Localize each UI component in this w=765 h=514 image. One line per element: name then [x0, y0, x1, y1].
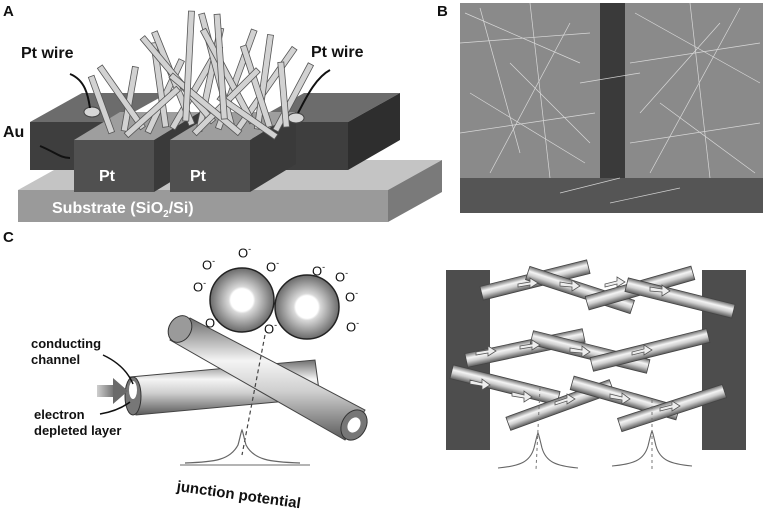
network-electrode-right — [702, 270, 746, 450]
conducting-channel-line2: channel — [31, 352, 81, 367]
junction-dashed-line — [241, 334, 266, 456]
panel-a-leaders — [39, 69, 331, 159]
au-label: Au — [3, 124, 25, 141]
oxygen-ion: O- — [238, 244, 252, 261]
nanowire-forest — [87, 10, 315, 140]
oxygen-ion: O- — [202, 256, 216, 273]
depleted-layer-line1: electron — [34, 407, 85, 422]
conducting-channel-label: conducting channel — [31, 336, 101, 368]
pt-left-label: Pt — [99, 168, 115, 185]
pt-right-label: Pt — [190, 168, 206, 185]
panel-b-letter: B — [437, 3, 448, 20]
pt-wire-contact-left — [83, 106, 101, 118]
sem-micrograph — [460, 3, 763, 213]
oxygen-ion: O- — [346, 318, 360, 335]
pt-wire-right-label: Pt wire — [311, 44, 364, 61]
substrate-label: Substrate (SiO2/Si) — [52, 200, 194, 221]
oxygen-ion: O- — [264, 320, 278, 337]
depleted-layer-line2: depleted layer — [34, 423, 122, 438]
oxygen-ion: O- — [345, 288, 359, 305]
electron-flow-arrow — [97, 378, 128, 404]
pt-wire-contact-right — [287, 112, 305, 124]
network-flow-arrows — [469, 276, 681, 412]
junction-potential-curve — [180, 428, 310, 466]
oxygen-ion: O- — [205, 314, 219, 331]
oxygen-ion: O- — [335, 268, 349, 285]
network-junction-curves — [497, 429, 693, 469]
panel-c-leaders — [99, 354, 134, 415]
sensing-sphere-left — [209, 267, 275, 333]
sensing-sphere-right — [274, 274, 340, 340]
oxygen-ion: O- — [193, 278, 207, 295]
panel-a-letter: A — [3, 3, 14, 20]
network-junction-lines — [535, 387, 653, 471]
nanorod-diagonal — [167, 315, 368, 441]
depleted-layer-label: electron depleted layer — [34, 407, 121, 439]
conducting-channel-line1: conducting — [31, 336, 102, 351]
oxygen-ion: O- — [312, 262, 326, 279]
network-nanorods — [449, 259, 736, 433]
pt-wire-left-label: Pt wire — [21, 45, 74, 62]
panel-c-letter: C — [3, 229, 14, 246]
oxygen-ion: O- — [266, 258, 280, 275]
